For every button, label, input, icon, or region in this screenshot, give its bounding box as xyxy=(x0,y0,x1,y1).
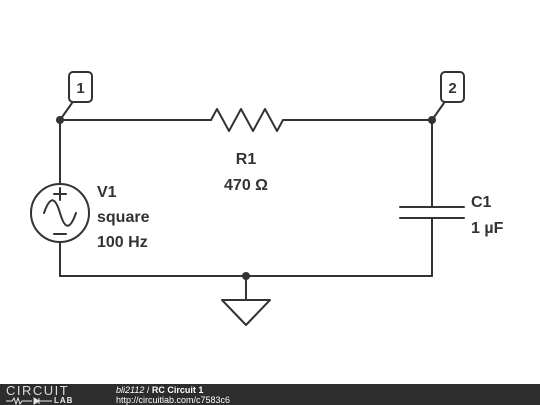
circuit-meta: bli2112 / RC Circuit 1 http://circuitlab… xyxy=(116,385,230,405)
source-name: V1 xyxy=(97,184,117,201)
resistor-name: R1 xyxy=(236,151,257,168)
junction-dot-2 xyxy=(428,116,436,124)
circuit-title-line: bli2112 / RC Circuit 1 xyxy=(116,385,230,395)
footer-bar: CIRCUIT LAB bli2112 / RC Circuit 1 http:… xyxy=(0,384,540,405)
circuitlab-logo[interactable]: CIRCUIT LAB xyxy=(6,384,96,405)
node-1-flag[interactable] xyxy=(68,71,93,103)
junction-dot-1 xyxy=(56,116,64,124)
capacitor-value: 1 µF xyxy=(471,220,504,237)
sine-wave-icon xyxy=(43,199,77,227)
node-2-flag[interactable] xyxy=(440,71,465,103)
voltage-source-v1-symbol[interactable] xyxy=(30,183,90,243)
source-wave: square xyxy=(97,209,150,226)
node-1-label: 1 xyxy=(76,80,84,97)
source-frequency: 100 Hz xyxy=(97,234,148,251)
resistor-value: 470 Ω xyxy=(224,177,268,194)
circuit-title[interactable]: RC Circuit 1 xyxy=(151,385,204,395)
logo-circuit-icon xyxy=(6,397,52,405)
logo-text-bottom: LAB xyxy=(54,396,74,405)
logo-text-top: CIRCUIT xyxy=(6,383,70,398)
capacitor-name: C1 xyxy=(471,194,492,211)
author-name[interactable]: bli2112 xyxy=(116,385,145,395)
ground-icon[interactable] xyxy=(221,299,271,326)
resistor-r1-symbol[interactable] xyxy=(210,108,284,132)
circuit-schematic: 1 2 R1 470 Ω V1 square 100 Hz C1 1 µF xyxy=(30,71,504,326)
junction-dot-ground xyxy=(242,272,250,280)
node-2-label: 2 xyxy=(448,80,456,97)
circuit-url[interactable]: http://circuitlab.com/c7583c6 xyxy=(116,395,231,405)
title-separator: / xyxy=(144,385,152,395)
